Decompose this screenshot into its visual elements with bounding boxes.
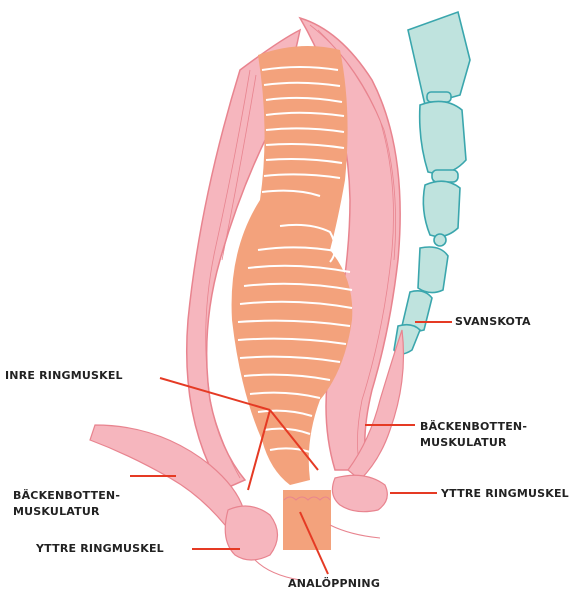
label-yttre-ringmuskel-left: YTTRE RINGMUSKEL (36, 542, 164, 556)
coccyx (394, 12, 470, 354)
anal-canal (283, 490, 331, 550)
label-backenbotten-left-line1: BÄCKENBOTTEN- (13, 489, 120, 503)
label-yttre-ringmuskel-right: YTTRE RINGMUSKEL (441, 487, 569, 501)
label-svanskota: SVANSKOTA (455, 315, 531, 329)
label-inre-ringmuskel: INRE RINGMUSKEL (5, 369, 123, 383)
label-backenbotten-right-line2: MUSKULATUR (420, 436, 507, 450)
label-backenbotten-left-line2: MUSKULATUR (13, 505, 100, 519)
label-backenbotten-right-line1: BÄCKENBOTTEN- (420, 420, 527, 434)
label-analoppning: ANALÖPPNING (288, 577, 380, 591)
